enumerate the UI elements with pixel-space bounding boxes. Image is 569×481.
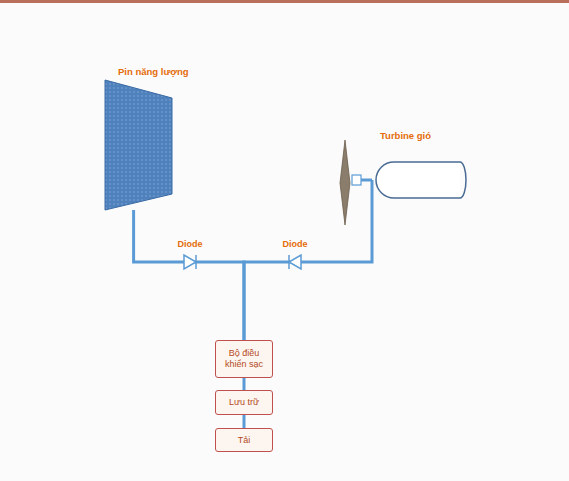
wire <box>243 415 246 428</box>
diode-symbol <box>184 255 196 269</box>
turbine-hub <box>352 175 361 185</box>
diode-label: Diode <box>282 239 307 249</box>
wire <box>244 228 372 340</box>
box-text: Bộ điều khiển sạc <box>220 348 268 370</box>
wind-turbine: Turbine gió <box>330 128 470 228</box>
turbine-shaft <box>361 179 372 182</box>
process-box: Tải <box>215 428 273 452</box>
top-rule <box>0 0 569 3</box>
process-box: Lưu trữ <box>215 390 273 415</box>
box-text: Tải <box>238 435 251 446</box>
wire <box>134 210 244 340</box>
turbine-blade <box>340 140 350 225</box>
panel-label: Pin năng lượng <box>118 66 189 77</box>
solar-panel-figure <box>100 62 180 212</box>
diode-label: Diode <box>177 239 202 249</box>
turbine-label: Turbine gió <box>380 130 431 141</box>
wind-turbine-figure <box>330 128 470 228</box>
process-box: Bộ điều khiển sạc <box>215 340 273 378</box>
box-text: Lưu trữ <box>229 397 259 408</box>
turbine-wire <box>371 180 374 228</box>
nacelle-end <box>460 162 466 198</box>
diode-symbol <box>289 255 301 269</box>
nacelle <box>376 162 460 198</box>
panel-shape <box>105 80 172 210</box>
solar-panel: Pin năng lượng <box>100 62 180 212</box>
wire <box>243 378 246 390</box>
